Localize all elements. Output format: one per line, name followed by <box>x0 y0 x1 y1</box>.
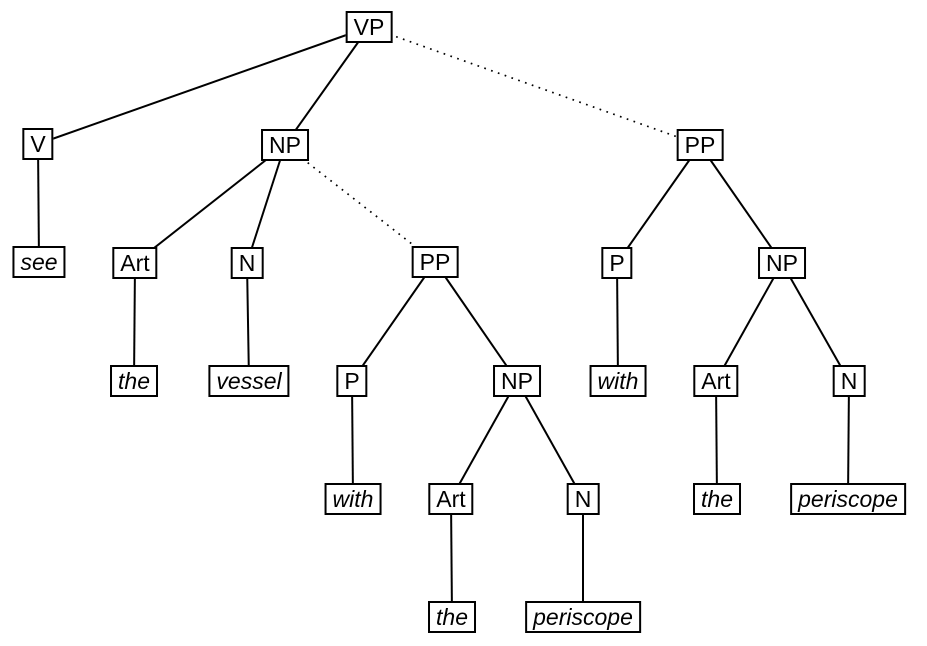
tree-node-n2: N <box>566 483 600 515</box>
tree-node-vp: VP <box>345 11 393 43</box>
tree-node-the1: the <box>110 365 158 397</box>
tree-edge-np1-pp1 <box>284 144 436 263</box>
tree-edge-vp-v <box>37 26 370 145</box>
tree-node-the2: the <box>428 601 476 633</box>
tree-node-with1: with <box>324 483 382 515</box>
tree-node-v: V <box>22 128 54 160</box>
tree-edge-np1-n1 <box>246 144 286 264</box>
tree-node-n3: N <box>832 365 866 397</box>
tree-edge-pp1-p1 <box>351 261 436 382</box>
tree-edge-vp-pp2 <box>368 26 701 146</box>
tree-edge-np3-n3 <box>781 262 850 382</box>
tree-edge-np2-art2 <box>450 380 518 500</box>
tree-edge-np1-art1 <box>134 144 286 264</box>
tree-node-np3: NP <box>758 247 806 279</box>
tree-node-art3: Art <box>693 365 739 397</box>
tree-edge-art2-the2 <box>450 498 453 618</box>
tree-node-np1: NP <box>261 129 309 161</box>
tree-edge-n1-vessel <box>246 262 250 382</box>
tree-node-pp2: PP <box>676 129 724 161</box>
tree-node-the3: the <box>693 483 741 515</box>
tree-node-with2: with <box>589 365 647 397</box>
tree-edge-art3-the3 <box>715 380 718 500</box>
tree-edge-pp2-p2 <box>616 144 701 264</box>
tree-node-art2: Art <box>428 483 474 515</box>
tree-node-per2: periscope <box>525 601 641 633</box>
tree-node-see: see <box>12 246 66 278</box>
tree-edge-n3-per3 <box>847 380 850 500</box>
tree-node-vessel: vessel <box>208 365 290 397</box>
tree-edge-p2-with2 <box>616 262 619 382</box>
tree-edge-np3-art3 <box>715 262 783 382</box>
tree-edge-p1-with1 <box>351 380 354 500</box>
tree-node-art1: Art <box>112 247 158 279</box>
tree-node-per3: periscope <box>790 483 906 515</box>
tree-edge-pp2-np3 <box>699 144 783 264</box>
tree-edge-vp-np1 <box>284 26 370 146</box>
tree-node-p1: P <box>336 365 368 397</box>
tree-node-np2: NP <box>493 365 541 397</box>
tree-edge-art1-the1 <box>133 262 136 382</box>
tree-edge-pp1-np2 <box>434 261 518 382</box>
tree-node-p2: P <box>601 247 633 279</box>
tree-edge-v-see <box>37 143 40 263</box>
tree-node-n1: N <box>230 247 264 279</box>
tree-node-pp1: PP <box>411 246 459 278</box>
tree-edge-np2-n2 <box>516 380 584 500</box>
